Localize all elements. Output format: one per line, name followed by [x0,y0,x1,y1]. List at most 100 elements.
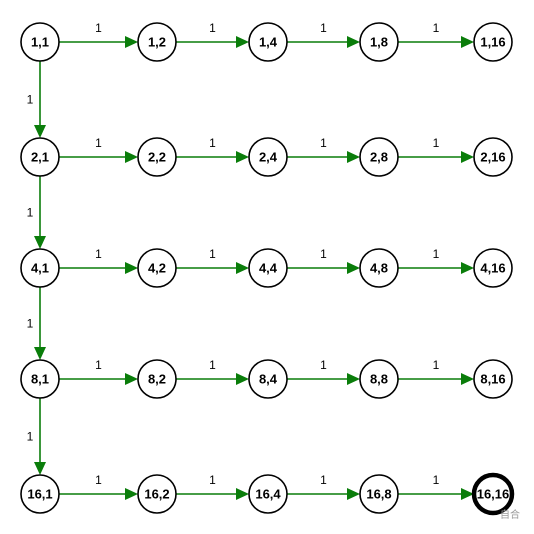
node-label: 4,8 [370,261,388,276]
node-label: 4,16 [480,261,505,276]
node-circle [248,359,288,399]
node-label: 16,8 [366,487,391,502]
edge-8-4-to-8-8: 1 [287,358,360,385]
node-circle [248,474,288,514]
arrowhead-icon [125,151,138,163]
node-circle [359,248,399,288]
edge-label: 1 [320,247,327,261]
node-1-1: 1,1 [20,22,60,62]
node-label: 1,1 [31,35,49,50]
node-2-1: 2,1 [20,137,60,177]
node-circle [473,359,513,399]
node-label: 4,2 [148,261,166,276]
node-circle [137,248,177,288]
edge-label: 1 [95,21,102,35]
node-2-2: 2,2 [137,137,177,177]
arrowhead-icon [461,488,474,500]
edge-4-4-to-4-8: 1 [287,247,360,274]
arrowhead-icon [461,151,474,163]
node-2-16: 2,16 [473,137,513,177]
node-label: 4,1 [31,261,49,276]
edge-label: 1 [433,21,440,35]
node-label: 16,4 [255,487,281,502]
arrowhead-icon [347,36,360,48]
node-circle [137,22,177,62]
node-label: 16,2 [144,487,169,502]
edge-4-1-to-8-1: 1 [27,287,46,360]
arrowhead-icon [461,262,474,274]
final-state-circle [471,472,515,516]
edge-label: 1 [27,317,34,331]
node-circle [20,474,60,514]
node-circle [473,137,513,177]
edge-label: 1 [27,206,34,220]
node-8-4: 8,4 [248,359,288,399]
node-label: 1,4 [259,35,278,50]
edge-2-1-to-4-1: 1 [27,176,46,249]
edge-label: 1 [320,136,327,150]
node-16-8: 16,8 [359,474,399,514]
edge-label: 1 [27,93,34,107]
node-circle [20,248,60,288]
node-circle [359,137,399,177]
edge-4-1-to-4-2: 1 [59,247,138,274]
node-label: 2,1 [31,150,49,165]
node-8-8: 8,8 [359,359,399,399]
edge-2-8-to-2-16: 1 [398,136,474,163]
arrowhead-icon [461,373,474,385]
node-circle [359,474,399,514]
node-8-2: 8,2 [137,359,177,399]
edge-16-2-to-16-4: 1 [176,473,249,500]
node-label: 8,8 [370,372,388,387]
node-16-4: 16,4 [248,474,288,514]
edge-8-8-to-8-16: 1 [398,358,474,385]
node-label: 2,2 [148,150,166,165]
edge-label: 1 [433,247,440,261]
node-1-8: 1,8 [359,22,399,62]
edge-label: 1 [209,473,216,487]
edge-4-2-to-4-4: 1 [176,247,249,274]
node-circle [359,22,399,62]
node-circle [359,359,399,399]
arrowhead-icon [236,262,249,274]
node-label: 16,16 [477,487,510,502]
arrowhead-icon [236,373,249,385]
arrowhead-icon [236,36,249,48]
arrowhead-icon [236,488,249,500]
node-circle [248,22,288,62]
arrowhead-icon [347,151,360,163]
edge-label: 1 [433,473,440,487]
arrowhead-icon [125,262,138,274]
edge-label: 1 [209,136,216,150]
node-4-4: 4,4 [248,248,288,288]
node-circle [248,248,288,288]
node-1-2: 1,2 [137,22,177,62]
node-16-2: 16,2 [137,474,177,514]
arrowhead-icon [34,125,46,138]
node-1-16: 1,16 [473,22,513,62]
edge-16-8-to-16-16: 1 [398,473,474,500]
node-16-1: 16,1 [20,474,60,514]
edge-label: 1 [320,358,327,372]
arrowhead-icon [347,488,360,500]
arrowhead-icon [34,462,46,475]
node-8-16: 8,16 [473,359,513,399]
edge-label: 1 [433,358,440,372]
edge-label: 1 [209,358,216,372]
edge-label: 1 [433,136,440,150]
arrowhead-icon [125,36,138,48]
nodes-layer: 1,1 1,2 1,4 1,8 1,16 2,1 2,2 2,4 2,8 2,16 4,1 4,2 4,… [20,22,515,516]
arrowhead-icon [34,347,46,360]
edge-8-2-to-8-4: 1 [176,358,249,385]
edge-label: 1 [27,430,34,444]
node-label: 8,1 [31,372,49,387]
node-label: 2,8 [370,150,388,165]
node-2-8: 2,8 [359,137,399,177]
edge-label: 1 [95,473,102,487]
node-circle [137,359,177,399]
node-2-4: 2,4 [248,137,288,177]
arrowhead-icon [236,151,249,163]
edge-8-1-to-16-1: 1 [27,398,46,475]
arrowhead-icon [347,373,360,385]
